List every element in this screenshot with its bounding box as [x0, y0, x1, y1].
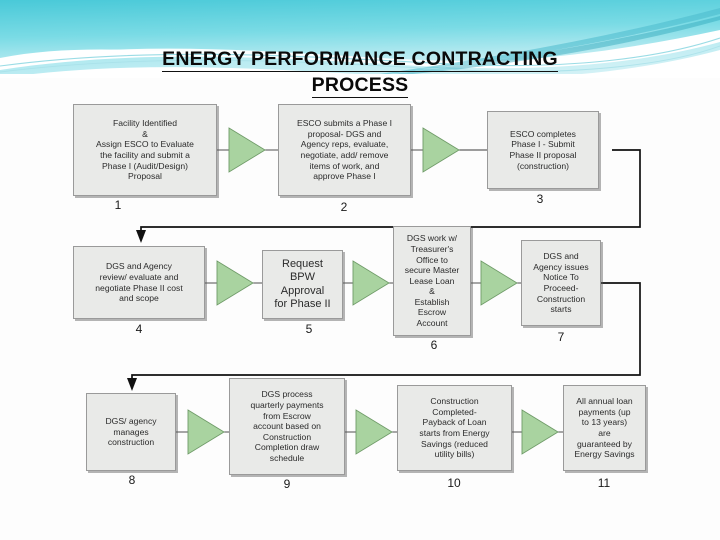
process-node-9-number: 9 [283, 477, 291, 491]
process-node-4-text: DGS and Agency review/ evaluate and nego… [95, 261, 183, 304]
arrow-9-to-10 [355, 409, 393, 455]
process-node-2-text: ESCO submits a Phase I proposal- DGS and… [296, 118, 393, 182]
process-node-7-number: 7 [557, 330, 565, 344]
process-node-1-text: Facility Identified & Assign ESCO to Eva… [96, 118, 194, 182]
arrow-6-to-7 [480, 260, 518, 306]
page-title: ENERGY PERFORMANCE CONTRACTING PROCESS [0, 48, 720, 98]
title-line-2: PROCESS [311, 74, 409, 98]
process-node-6[interactable]: DGS work w/ Treasurer's Office to secure… [393, 226, 471, 336]
arrow-10-to-11 [521, 409, 559, 455]
process-node-5-number: 5 [305, 322, 313, 336]
elbow-7-to-8 [131, 282, 641, 382]
process-node-2-number: 2 [340, 200, 348, 214]
process-node-11-text: All annual loan payments (up to 13 years… [574, 396, 635, 460]
process-node-6-number: 6 [430, 338, 438, 352]
process-node-4-number: 4 [135, 322, 143, 336]
process-node-11-number: 11 [597, 476, 611, 490]
arrowhead-into-8 [127, 378, 137, 391]
process-node-3-number: 3 [536, 192, 544, 206]
process-node-10-text: Construction Completed- Payback of Loan … [419, 396, 490, 460]
process-node-7-text: DGS and Agency issues Notice To Proceed-… [533, 251, 589, 315]
arrow-8-to-9 [187, 409, 225, 455]
process-node-5-text: Request BPW Approval for Phase II [274, 257, 331, 311]
process-node-10-number: 10 [447, 476, 461, 490]
arrow-1-to-2 [228, 127, 266, 173]
process-node-1-number: 1 [114, 198, 122, 212]
process-node-11[interactable]: All annual loan payments (up to 13 years… [563, 385, 646, 471]
process-node-1[interactable]: Facility Identified & Assign ESCO to Eva… [73, 104, 217, 196]
process-node-6-text: DGS work w/ Treasurer's Office to secure… [404, 233, 460, 329]
elbow-3-to-4 [140, 149, 641, 234]
process-node-5[interactable]: Request BPW Approval for Phase II [262, 250, 343, 319]
arrowhead-into-4 [136, 230, 146, 243]
arrow-2-to-3 [422, 127, 460, 173]
header-decoration [0, 0, 720, 78]
header-swoosh-graphic [0, 0, 720, 78]
process-node-8[interactable]: DGS/ agency manages construction [86, 393, 176, 471]
process-node-3[interactable]: ESCO completes Phase I - Submit Phase II… [487, 111, 599, 189]
process-node-4[interactable]: DGS and Agency review/ evaluate and nego… [73, 246, 205, 319]
process-node-9-text: DGS process quarterly payments from Escr… [250, 389, 324, 463]
process-node-10[interactable]: Construction Completed- Payback of Loan … [397, 385, 512, 471]
process-node-9[interactable]: DGS process quarterly payments from Escr… [229, 378, 345, 475]
arrow-5-to-6 [352, 260, 390, 306]
process-node-2[interactable]: ESCO submits a Phase I proposal- DGS and… [278, 104, 411, 196]
process-node-7[interactable]: DGS and Agency issues Notice To Proceed-… [521, 240, 601, 326]
process-node-3-text: ESCO completes Phase I - Submit Phase II… [509, 128, 577, 171]
title-line-1: ENERGY PERFORMANCE CONTRACTING [162, 48, 558, 72]
process-node-8-number: 8 [128, 473, 136, 487]
arrow-4-to-5 [216, 260, 254, 306]
process-node-8-text: DGS/ agency manages construction [105, 416, 157, 448]
